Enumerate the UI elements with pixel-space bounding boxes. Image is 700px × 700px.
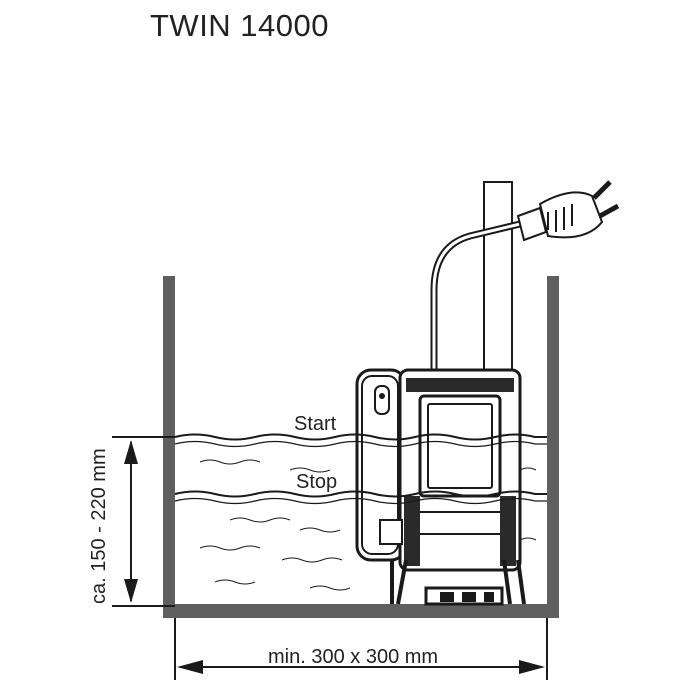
start-water-level-line [174, 433, 547, 441]
depth-label: ca. 150 - 220 mm [88, 448, 110, 604]
pump-unit [355, 368, 526, 606]
left-pit-wall [163, 276, 175, 618]
depth-dimension [112, 436, 175, 607]
width-arrow-right-icon [519, 660, 545, 674]
water-ripples [199, 459, 537, 591]
stop-water-level-line [174, 490, 547, 498]
depth-arrow-up-icon [124, 440, 138, 464]
stop-label: Stop [296, 471, 337, 493]
discharge-pipe [483, 181, 513, 371]
right-pit-wall [547, 276, 559, 618]
width-dimension [174, 618, 548, 680]
diagram-title: TWIN 14000 [150, 8, 330, 43]
pit-floor [175, 604, 547, 618]
depth-arrow-down-icon [124, 579, 138, 603]
width-arrow-left-icon [177, 660, 203, 674]
power-plug-icon [516, 180, 620, 242]
start-label: Start [294, 413, 337, 435]
min-size-label: min. 300 x 300 mm [268, 646, 438, 668]
